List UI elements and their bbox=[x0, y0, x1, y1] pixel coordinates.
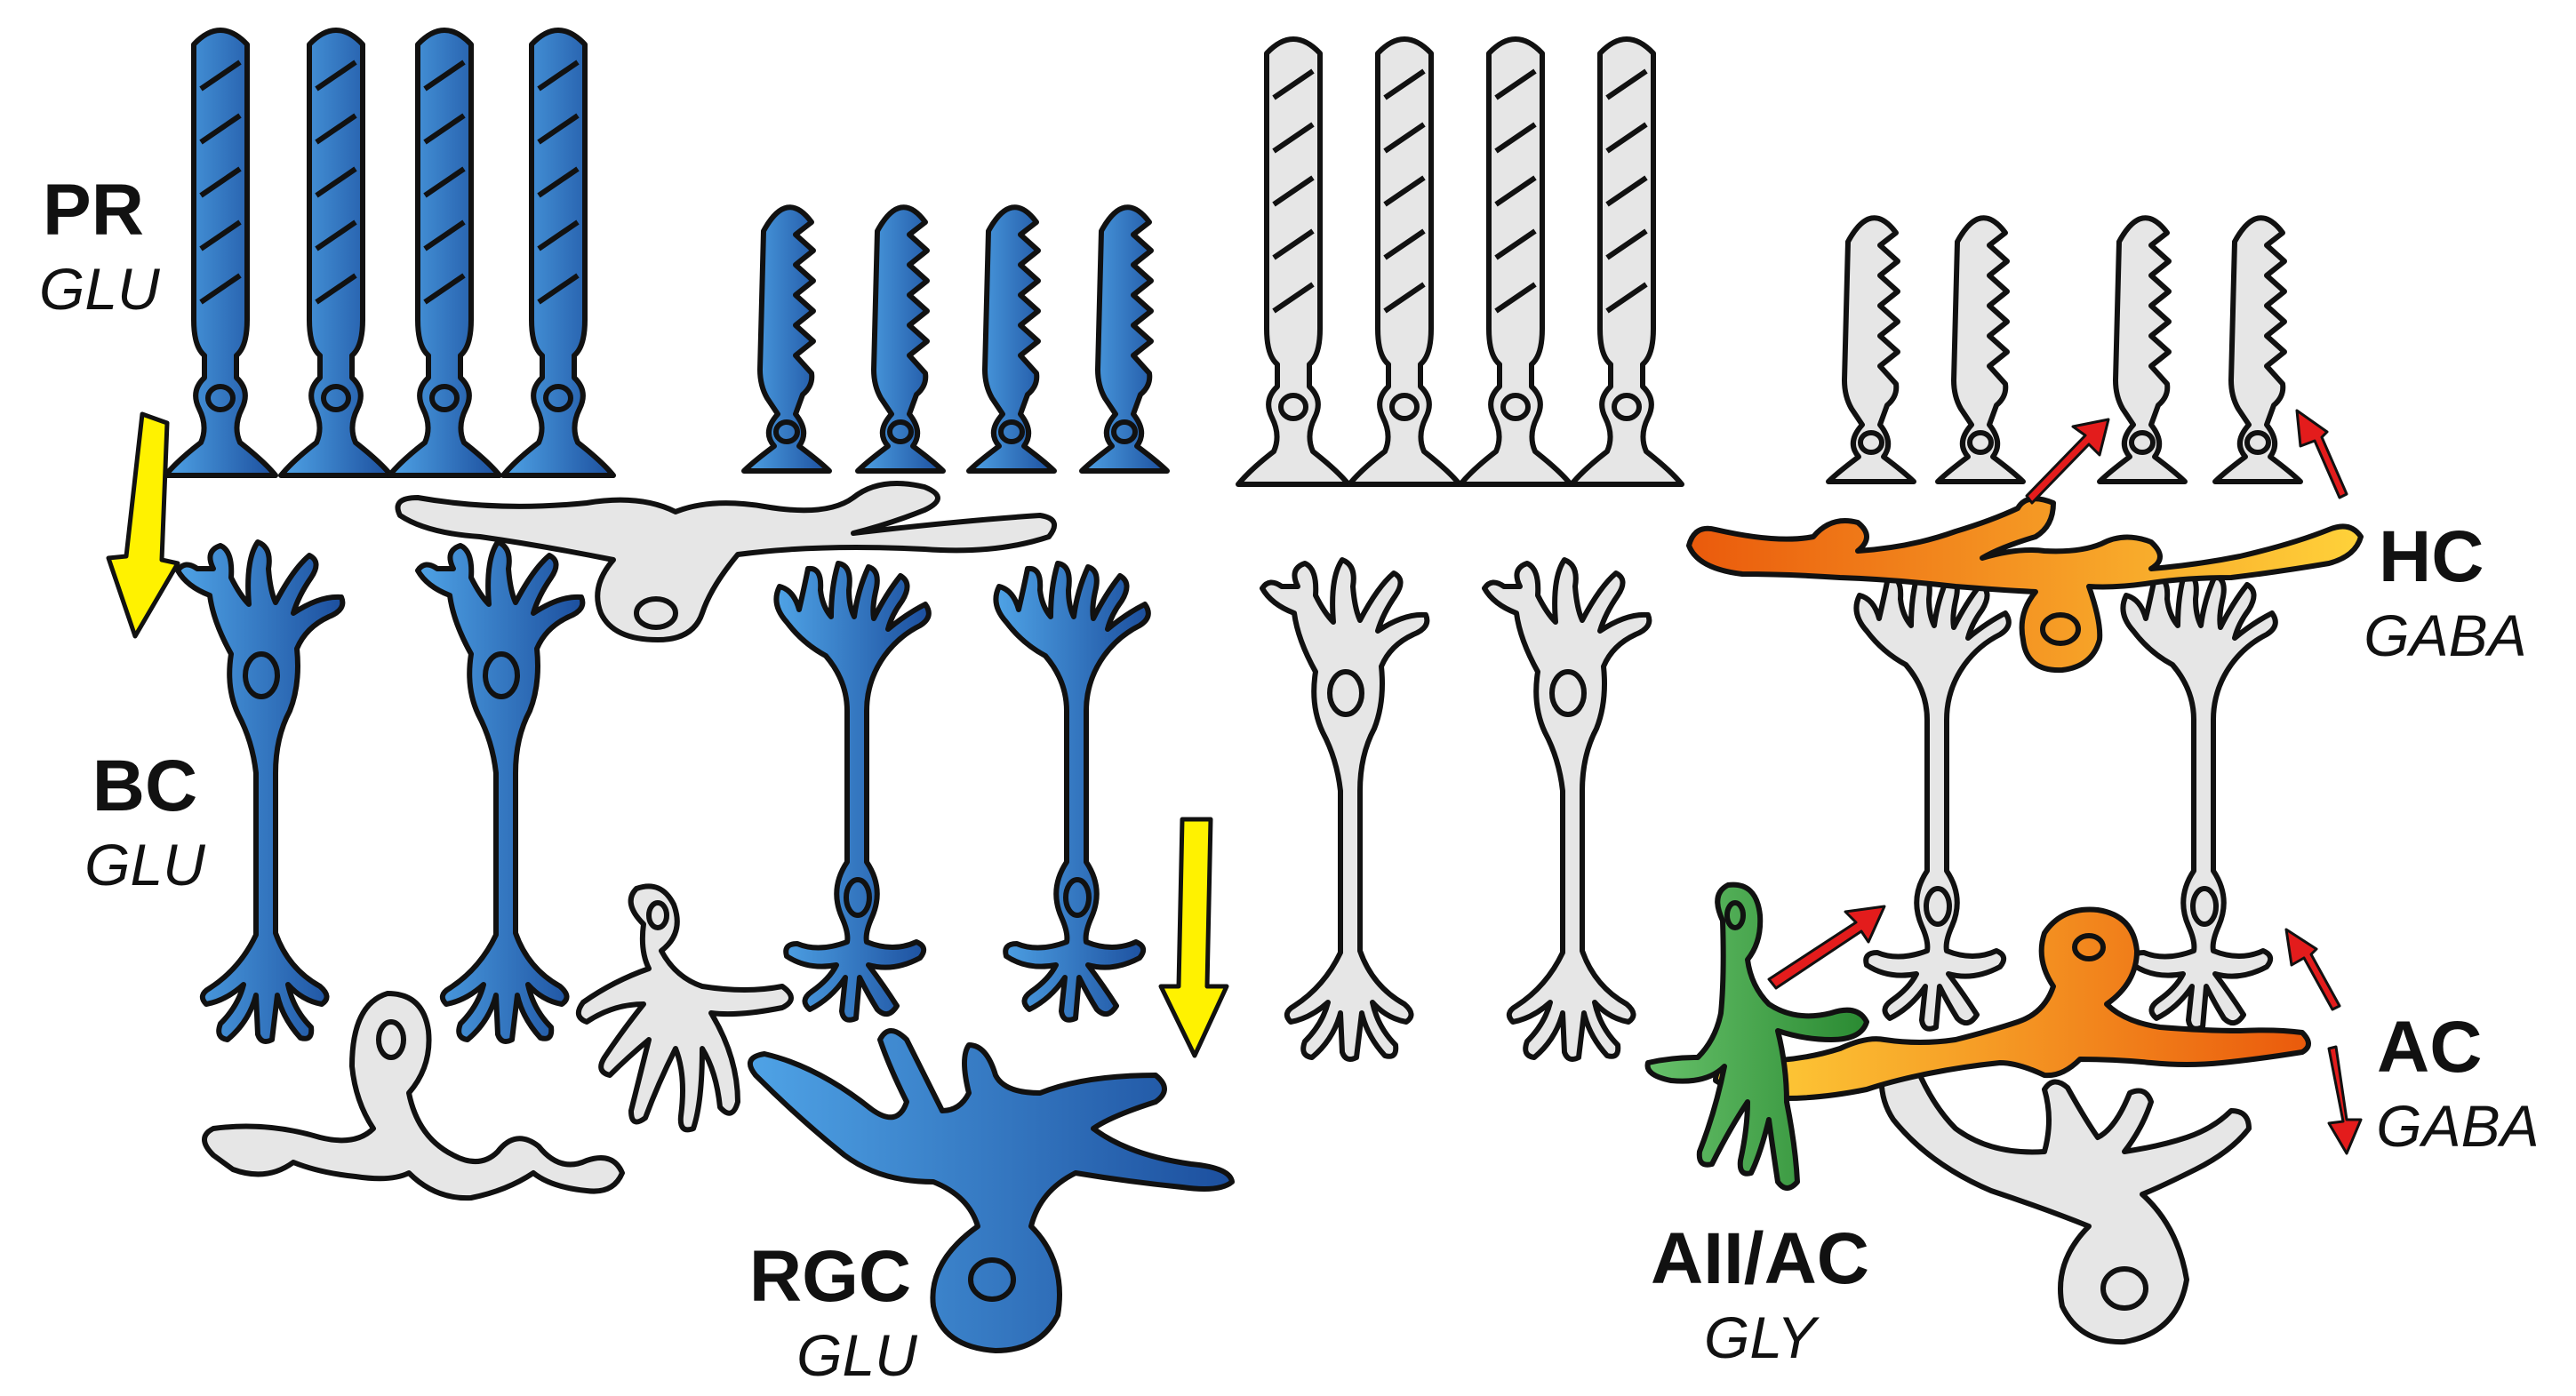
amacrine-cell-orange bbox=[1713, 906, 2311, 1101]
label-aii-ac-transmitter: GLY bbox=[1703, 1304, 1816, 1370]
arrow-red-hc-to-cone-1 bbox=[2025, 418, 2110, 505]
label-hc-abbr: HC bbox=[2379, 516, 2484, 597]
rod-photoreceptors-blue bbox=[165, 30, 613, 475]
left-panel bbox=[106, 30, 1235, 1353]
cone-photoreceptors-blue bbox=[744, 207, 1167, 471]
retinal-ganglion-cell-blue bbox=[747, 1028, 1235, 1353]
label-ac-transmitter: GABA bbox=[2376, 1093, 2540, 1159]
arrow-yellow-pr-to-bc bbox=[106, 411, 180, 639]
rod-photoreceptors-grey bbox=[1238, 39, 1682, 484]
label-ac-abbr: AC bbox=[2377, 1007, 2483, 1088]
label-hc: HC GABA bbox=[2325, 516, 2565, 668]
horizontal-cell-orange bbox=[1686, 496, 2364, 674]
signal-arrows-yellow bbox=[106, 411, 1229, 1058]
cone-photoreceptors-grey bbox=[1828, 218, 2300, 482]
label-pr: PR GLU bbox=[39, 170, 160, 322]
right-panel bbox=[1238, 39, 2364, 1345]
arrow-yellow-bc-to-rgc bbox=[1158, 817, 1229, 1058]
label-rgc-transmitter: GLU bbox=[796, 1322, 917, 1388]
horizontal-cell-grey-left bbox=[395, 481, 1058, 642]
label-aii-ac-abbr: AII/AC bbox=[1651, 1218, 1869, 1299]
amacrine-cell-grey-right bbox=[1878, 1045, 2252, 1345]
label-aii-ac: AII/AC GLY bbox=[1627, 1218, 1893, 1370]
arrow-red-aii-to-bc bbox=[1767, 905, 1886, 990]
label-bc-transmitter: GLU bbox=[84, 832, 205, 897]
label-pr-abbr: PR bbox=[43, 170, 144, 251]
label-rgc-abbr: RGC bbox=[748, 1236, 912, 1317]
amacrine-cells-grey-left bbox=[202, 883, 794, 1201]
signal-arrows-red bbox=[1767, 409, 2363, 1155]
label-bc: BC GLU bbox=[69, 746, 220, 897]
arrow-red-hc-to-cone-2 bbox=[2295, 409, 2348, 499]
label-bc-abbr: BC bbox=[92, 746, 198, 826]
label-rgc: RGC GLU bbox=[732, 1236, 928, 1388]
arrow-red-ac-up bbox=[2284, 928, 2341, 1011]
aii-amacrine-cell-green bbox=[1644, 881, 1869, 1191]
label-ac: AC GABA bbox=[2347, 1007, 2569, 1159]
label-hc-transmitter: GABA bbox=[2364, 602, 2527, 668]
label-pr-transmitter: GLU bbox=[39, 256, 160, 322]
arrow-red-ac-down bbox=[2327, 1045, 2363, 1155]
